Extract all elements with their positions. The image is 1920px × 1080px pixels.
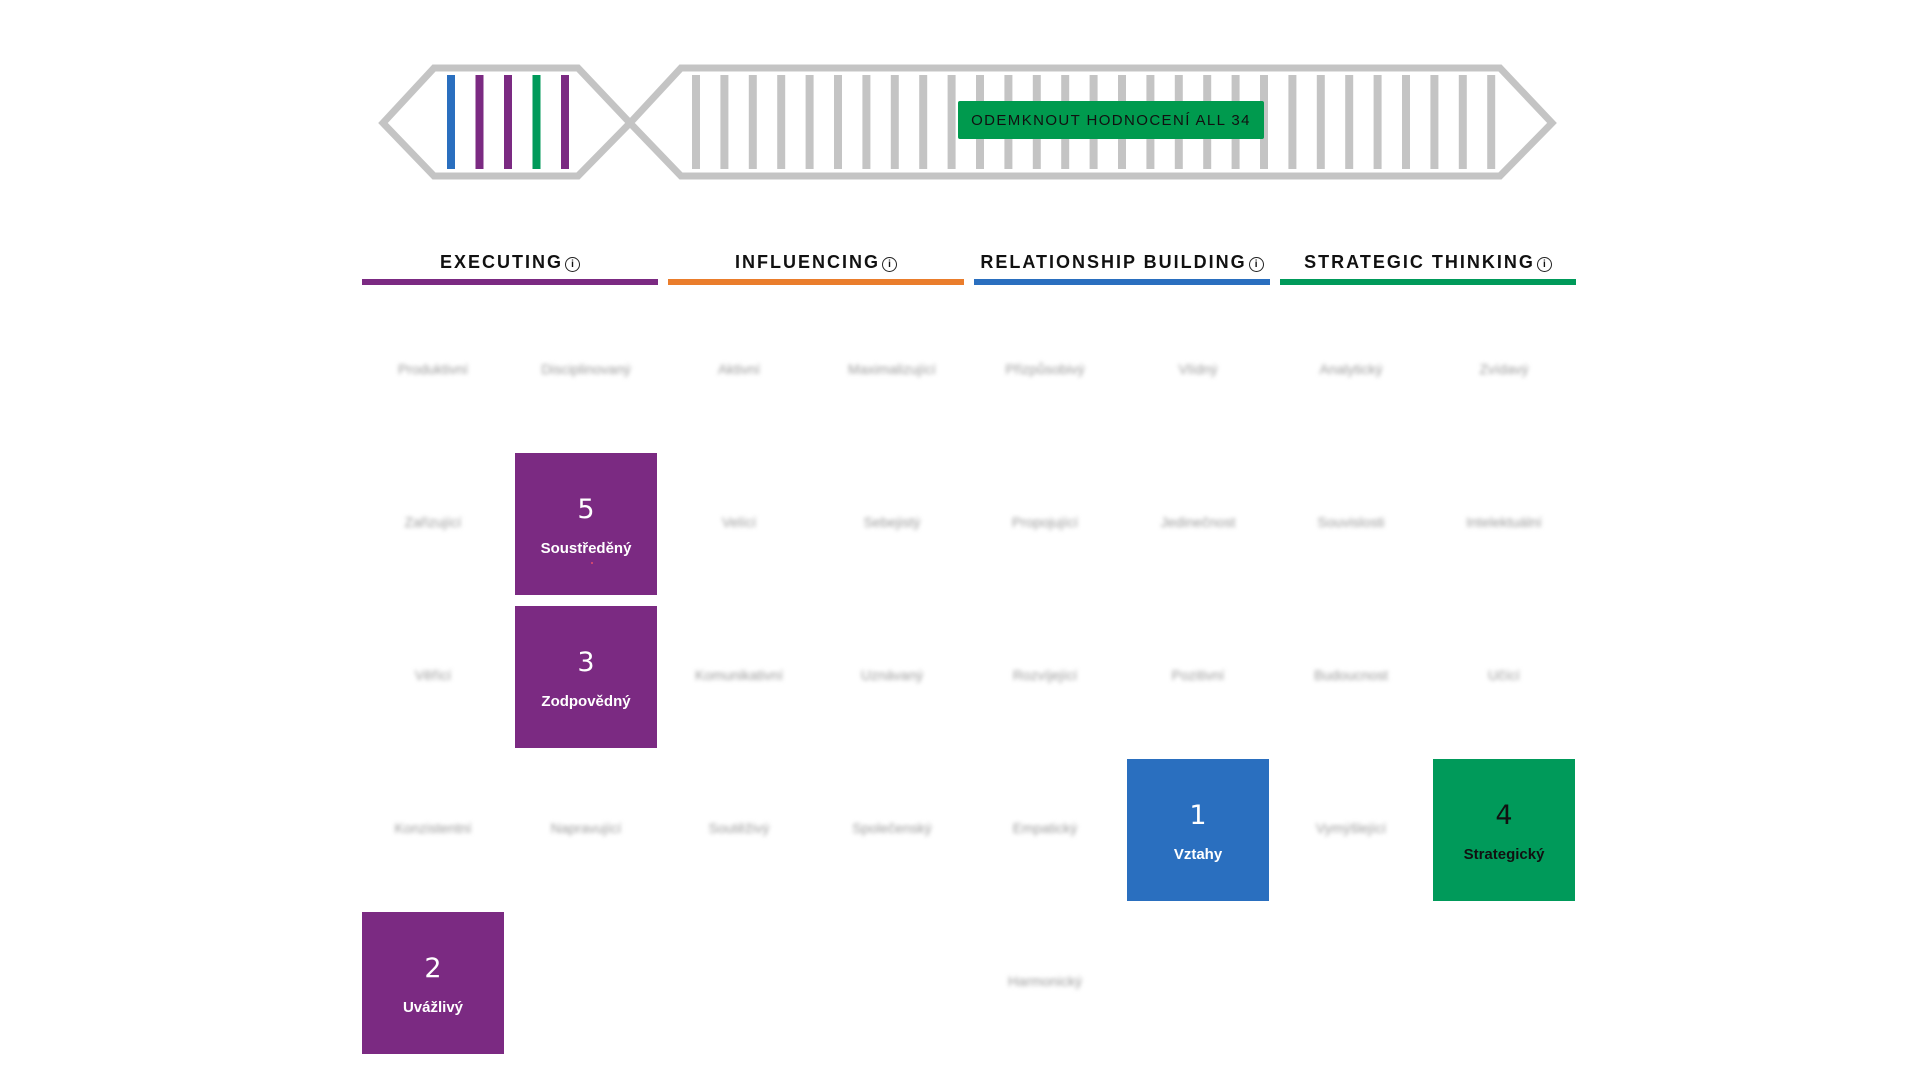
hidden-theme-label: Velící (721, 514, 757, 530)
hidden-theme-label: Společenský (852, 820, 932, 836)
theme-tile-rank-1[interactable]: 1 Vztahy (1127, 759, 1269, 901)
domain-title-text: RELATIONSHIP BUILDING (980, 252, 1247, 272)
hidden-theme-label: Empatický (1012, 820, 1078, 836)
hidden-theme-label: Zvídavý (1479, 361, 1529, 377)
tile-rank: 4 (1495, 800, 1513, 831)
hidden-theme-label: Konzistentní (394, 820, 472, 836)
dna-locked-theme-bar (890, 75, 899, 169)
theme-tile-rank-2[interactable]: 2 Uvážlivý (362, 912, 504, 1054)
dna-locked-theme-bar (1373, 75, 1382, 169)
info-icon[interactable]: i (565, 257, 580, 272)
info-icon[interactable]: i (882, 257, 897, 272)
theme-tile-rank-5[interactable]: 5 Soustředěný (515, 453, 657, 595)
unlock-all-34-button[interactable]: ODEMKNOUT HODNOCENÍ ALL 34 (958, 101, 1264, 139)
info-icon[interactable]: i (1248, 257, 1264, 272)
theme-tile-rank-3[interactable]: 3 Zodpovědný (515, 606, 657, 748)
hidden-theme-label: Přizpůsobivý (1005, 361, 1085, 377)
tile-theme-name: Zodpovědný (541, 693, 631, 710)
dna-locked-theme-bar (1288, 75, 1297, 169)
hidden-theme-label: Napravující (550, 820, 622, 836)
dna-top-theme-bar (475, 75, 484, 169)
dna-top-five-bars (447, 75, 569, 169)
dna-locked-theme-bar (1260, 75, 1268, 169)
theme-tile-rank-4[interactable]: 4 Strategický (1433, 759, 1575, 901)
domain-underline-executing (362, 279, 658, 285)
hidden-theme-label: Produktivní (397, 361, 469, 377)
dna-locked-theme-bar (1458, 75, 1467, 169)
dna-locked-theme-bar (919, 75, 928, 169)
dna-locked-theme-bar (692, 75, 700, 169)
domain-underline-influencing (668, 279, 964, 285)
hidden-theme-label: Harmonický (1008, 973, 1082, 989)
dna-locked-theme-bar (834, 75, 842, 169)
cursor-dot (591, 562, 593, 564)
tile-theme-name: Uvážlivý (402, 999, 464, 1016)
domain-title-text: INFLUENCING (735, 252, 880, 272)
tile-theme-name: Strategický (1463, 846, 1545, 863)
strengths-dna-banner (378, 64, 1557, 180)
hidden-theme-label: Zařizující (404, 514, 462, 530)
dna-locked-theme-bar (1487, 75, 1496, 169)
hidden-theme-label: Jedinečnost (1160, 514, 1236, 530)
dna-locked-theme-bar (862, 75, 871, 169)
domain-underline-relationship-building (974, 279, 1270, 285)
hidden-theme-label: Budoucnost (1314, 667, 1388, 683)
hidden-theme-label: Vlídný (1178, 361, 1218, 377)
hidden-theme-label: Věřící (414, 667, 452, 683)
hidden-theme-label: Rozvíjející (1012, 667, 1078, 683)
hidden-theme-label: Intelektuální (1466, 514, 1542, 530)
hidden-theme-label: Uznávaný (860, 667, 924, 683)
hidden-theme-label: Aktivní (717, 361, 760, 377)
dna-locked-theme-bar (805, 75, 814, 169)
hidden-theme-label: Propojující (1011, 514, 1079, 530)
domain-underline-strategic-thinking (1280, 279, 1576, 285)
hidden-theme-label: Učící (1488, 667, 1520, 683)
tile-rank: 5 (577, 494, 595, 525)
tile-rank: 3 (577, 647, 595, 678)
domain-title-text: EXECUTING (439, 252, 563, 272)
dna-top-theme-bar (504, 75, 512, 169)
hidden-theme-label: Sebejistý (863, 514, 921, 530)
domain-title-text: STRATEGIC THINKING (1304, 252, 1535, 272)
tile-theme-name: Vztahy (1173, 846, 1223, 863)
dna-locked-theme-bar (748, 75, 757, 169)
hidden-theme-label: Maximalizující (848, 361, 936, 377)
hidden-theme-label: Analytický (1319, 361, 1383, 377)
info-icon[interactable]: i (1536, 257, 1552, 272)
dna-locked-theme-bar (947, 75, 956, 169)
hidden-theme-label: Souvislosti (1317, 514, 1385, 530)
dna-locked-theme-bar (1430, 75, 1439, 169)
dna-top-theme-bar (447, 75, 455, 169)
dna-top-theme-bar (532, 75, 541, 169)
hidden-theme-label: Disciplinovaný (541, 361, 631, 377)
dna-locked-theme-bar (720, 75, 729, 169)
hidden-theme-label: Pozitivní (1171, 667, 1225, 683)
hidden-theme-label: Vymýšlející (1315, 820, 1387, 836)
hidden-theme-label: Komunikativní (695, 667, 783, 683)
dna-locked-theme-bar (1402, 75, 1410, 169)
tile-rank: 1 (1189, 800, 1207, 831)
dna-top-theme-bar (561, 75, 569, 169)
dna-remaining-frame (625, 64, 1557, 180)
dna-locked-theme-bar (1345, 75, 1354, 169)
hidden-theme-label: Soutěživý (708, 820, 770, 836)
dna-locked-theme-bar (1316, 75, 1325, 169)
tile-rank: 2 (424, 953, 442, 984)
dna-locked-theme-bar (777, 75, 786, 169)
tile-theme-name: Soustředěný (540, 540, 632, 557)
